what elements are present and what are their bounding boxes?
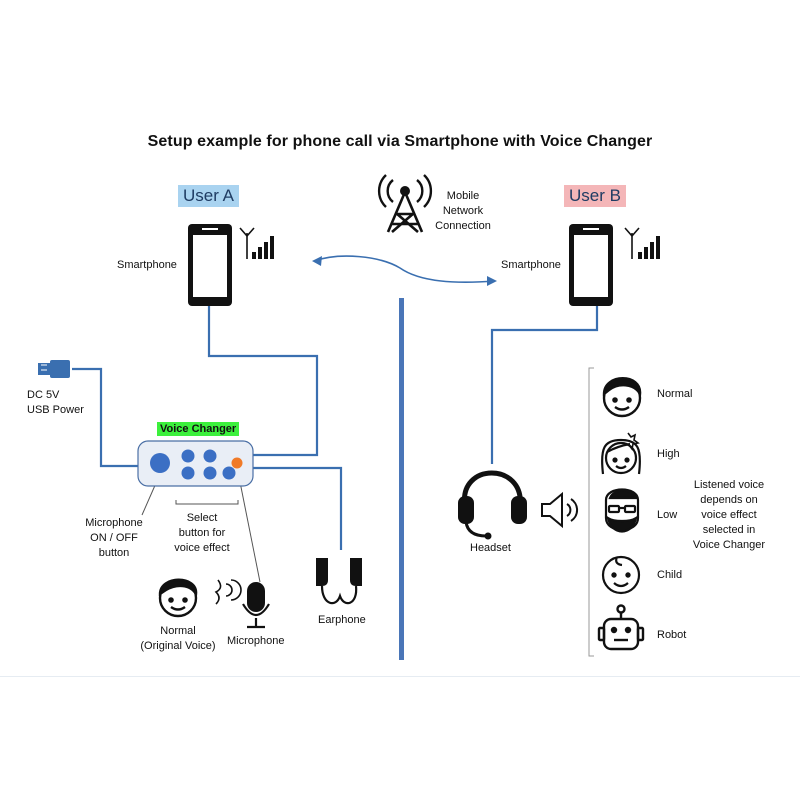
signal-bars-b-icon	[624, 227, 660, 259]
mic-jack	[231, 457, 243, 469]
effect-button-3	[181, 466, 195, 480]
effect-button-5	[222, 466, 236, 480]
earphone-icon	[316, 558, 362, 605]
effect-button-4	[203, 466, 217, 480]
normal-face-icon	[602, 377, 642, 418]
speech-waves-icon	[214, 579, 242, 605]
effect-label-high: High	[657, 448, 680, 460]
mic-connector-line	[237, 471, 261, 583]
voice-effects-bracket	[588, 367, 594, 657]
headset-icon	[458, 470, 527, 540]
usb-to-changer-line	[72, 367, 138, 468]
user-b-label: User B	[564, 185, 626, 207]
original-voice-label: Normal(Original Voice)	[140, 625, 216, 652]
mic-on-off-button	[150, 453, 170, 473]
user-divider	[399, 298, 404, 660]
usb-plug-icon	[38, 360, 70, 378]
changer-to-earphone-line	[253, 466, 343, 550]
speaker-icon	[541, 491, 578, 529]
bottom-band	[0, 676, 800, 801]
girl-face-icon	[601, 432, 641, 475]
diagram-title: Setup example for phone call via Smartph…	[147, 133, 653, 150]
smartphone-a-icon	[188, 224, 232, 306]
effect-label-robot: Robot	[657, 629, 687, 641]
signal-bars-a-icon	[239, 227, 274, 259]
child-face-icon	[601, 555, 641, 595]
effect-label-low: Low	[657, 509, 678, 521]
effect-label-normal: Normal	[657, 388, 693, 400]
microphone-icon	[242, 582, 270, 629]
microphone-label: Microphone	[227, 635, 285, 647]
smartphone-a-label: Smartphone	[117, 259, 177, 271]
voice-changer-device	[137, 440, 254, 487]
robot-face-icon	[597, 604, 645, 651]
original-voice-face-icon	[158, 578, 198, 618]
network-arrow-right	[487, 276, 497, 286]
select-bracket	[175, 500, 239, 505]
phone-b-to-headset-line	[490, 306, 599, 464]
effect-label-child: Child	[657, 569, 683, 581]
earphone-label: Earphone	[318, 614, 366, 626]
cell-tower-icon	[377, 174, 433, 233]
user-a-label: User A	[178, 185, 240, 207]
bearded-man-face-icon	[604, 488, 640, 533]
connection-lines	[72, 255, 599, 583]
network-arrow-left	[312, 256, 322, 266]
headset-label: Headset	[470, 542, 511, 554]
smartphone-b-icon	[569, 224, 613, 306]
smartphone-b-label: Smartphone	[501, 259, 561, 271]
phone-a-to-changer-line	[207, 306, 319, 457]
network-link-line	[313, 255, 496, 283]
effect-button-2	[203, 449, 217, 463]
effect-button-1	[181, 449, 195, 463]
voice-changer-label: Voice Changer	[157, 422, 240, 436]
